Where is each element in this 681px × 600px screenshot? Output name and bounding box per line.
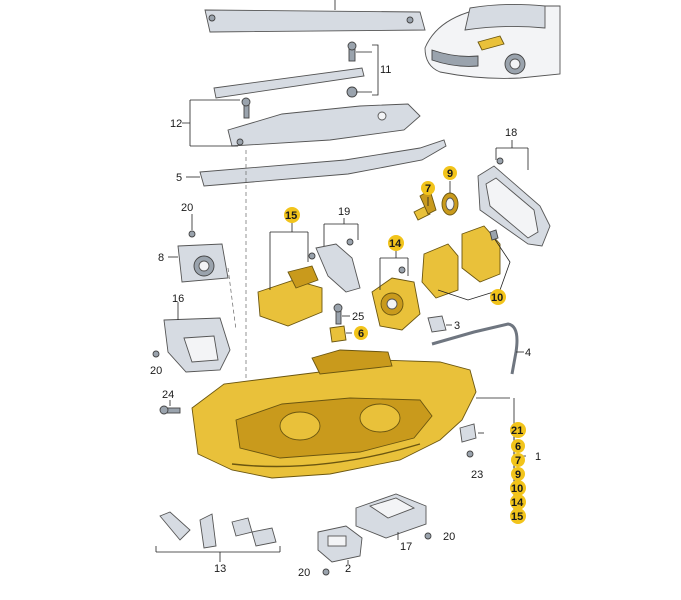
label-20-top: 20 xyxy=(181,202,193,214)
part-8-control-unit xyxy=(168,214,237,331)
part-14-projector xyxy=(371,250,421,331)
label-16: 16 xyxy=(172,293,184,305)
highlight-dot xyxy=(443,166,457,180)
label-17: 17 xyxy=(400,541,412,553)
highlight-dot xyxy=(421,181,435,195)
highlight-dot xyxy=(511,467,525,481)
highlight-dot xyxy=(490,289,506,305)
part-5-trim-strip xyxy=(186,139,447,187)
svg-text:7: 7 xyxy=(425,183,431,195)
part-25-screw xyxy=(333,303,350,325)
label-5: 5 xyxy=(176,172,182,184)
part-4-seal xyxy=(431,322,524,375)
assembly-item: 10 xyxy=(511,483,523,495)
part-3-clip xyxy=(427,315,452,333)
highlight-dot xyxy=(511,453,525,467)
part-13-brackets xyxy=(155,511,281,562)
hl-label-9: 9 xyxy=(443,166,457,180)
label-25: 25 xyxy=(352,311,364,323)
highlight-dot xyxy=(510,422,526,438)
part-6-adjuster xyxy=(329,325,352,343)
highlight-dot xyxy=(510,508,526,524)
headlight-assembly xyxy=(191,349,515,520)
hl-label-6: 6 xyxy=(354,326,368,340)
part-18-rear-cover xyxy=(477,140,551,247)
part-2-module xyxy=(317,525,363,564)
label-2: 2 xyxy=(345,563,351,575)
label-8: 8 xyxy=(158,252,164,264)
highlight-dot xyxy=(388,235,404,251)
top-bracket xyxy=(204,0,426,33)
label-11: 11 xyxy=(380,64,391,76)
highlight-dot xyxy=(510,494,526,510)
hl-label-15: 15 xyxy=(284,207,300,223)
assembly-item: 15 xyxy=(511,511,523,523)
label-24: 24 xyxy=(162,389,174,401)
part-11-trim-strip xyxy=(213,41,379,99)
assembly-item: 14 xyxy=(511,497,524,509)
assembly-list: 21 6 7 9 10 14 15 xyxy=(510,422,526,524)
label-20-bottom: 20 xyxy=(298,567,310,579)
hl-label-14: 14 xyxy=(388,235,404,251)
svg-text:15: 15 xyxy=(285,210,297,222)
label-12: 12 xyxy=(170,118,182,130)
part-9-retaining-ring xyxy=(441,181,459,216)
svg-text:14: 14 xyxy=(389,238,402,250)
part-12-cover-panel xyxy=(182,97,421,147)
part-16-bracket xyxy=(152,302,231,373)
part-17-module xyxy=(355,493,432,540)
label-1: 1 xyxy=(535,451,541,463)
assembly-item: 6 xyxy=(515,441,521,453)
label-4: 4 xyxy=(525,347,531,359)
part-10-insert xyxy=(421,225,511,301)
svg-text:9: 9 xyxy=(447,168,453,180)
hl-label-7: 7 xyxy=(421,181,435,195)
label-20-right: 20 xyxy=(443,531,455,543)
svg-text:10: 10 xyxy=(491,292,503,304)
vehicle-thumbnail xyxy=(424,3,561,79)
part-15-module xyxy=(257,222,323,327)
highlight-dot xyxy=(511,439,525,453)
highlight-dot xyxy=(510,480,526,496)
part-19-bracket xyxy=(308,218,361,293)
assembly-item: 9 xyxy=(515,469,521,481)
label-19: 19 xyxy=(338,206,350,218)
highlight-dot xyxy=(284,207,300,223)
label-23: 23 xyxy=(471,469,483,481)
label-18: 18 xyxy=(505,127,517,139)
label-13: 13 xyxy=(214,563,226,575)
highlight-dot xyxy=(354,326,368,340)
label-20-left: 20 xyxy=(150,365,162,377)
hl-label-10: 10 xyxy=(490,289,506,305)
label-3: 3 xyxy=(454,320,460,332)
part-24-screw xyxy=(159,400,181,415)
svg-text:6: 6 xyxy=(358,328,364,340)
assembly-item: 7 xyxy=(515,455,521,467)
assembly-item: 21 xyxy=(511,425,523,437)
